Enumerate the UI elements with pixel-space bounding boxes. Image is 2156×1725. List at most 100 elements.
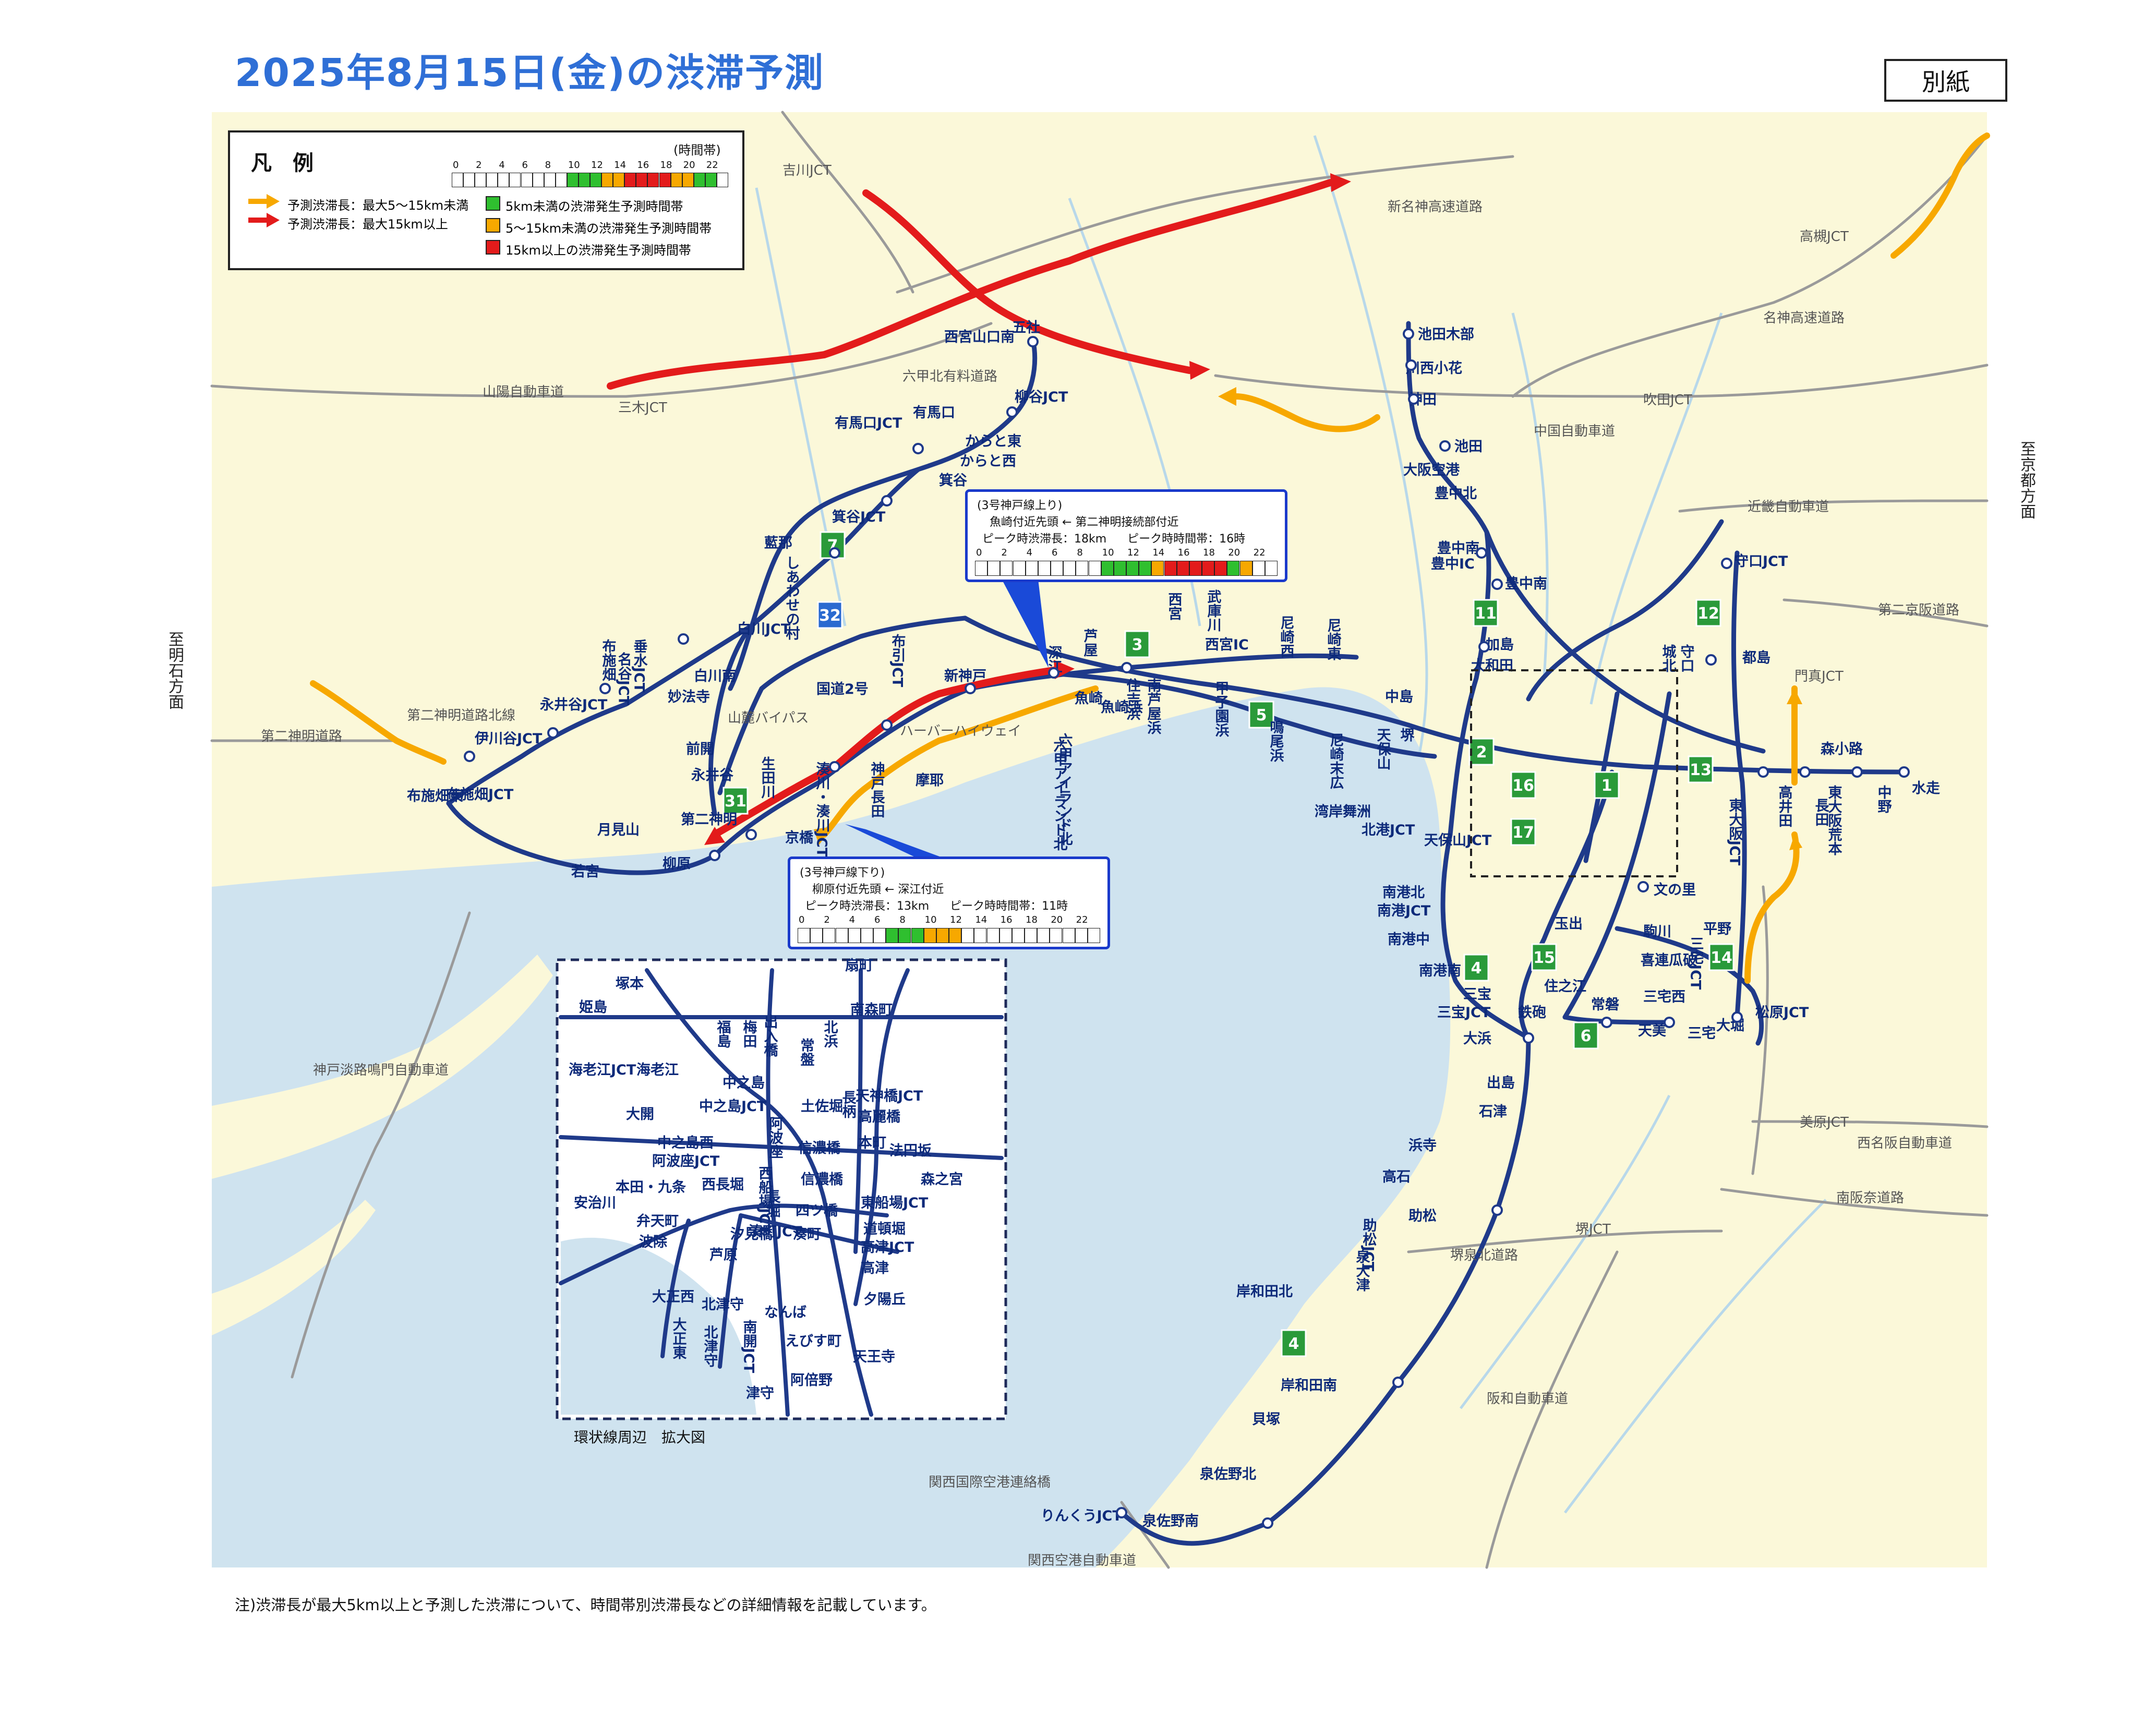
svg-text:安治川: 安治川	[574, 1195, 616, 1211]
svg-text:長堀: 長堀	[764, 1189, 781, 1218]
strip-hour-label: 22	[1076, 914, 1088, 925]
svg-text:弁天町: 弁天町	[636, 1213, 679, 1229]
svg-text:関西空港自動車道: 関西空港自動車道	[1028, 1553, 1136, 1569]
svg-text:布施畑東: 布施畑東	[407, 788, 463, 804]
svg-text:文の里: 文の里	[1654, 882, 1696, 898]
svg-text:美原JCT: 美原JCT	[1800, 1115, 1849, 1130]
strip-hour-cell	[873, 928, 886, 944]
inset-labels: 塚本 姫島 海老江JCT 海老江 大開 中之島西 阿波座JCT 本田・九条 安治…	[569, 957, 963, 1402]
svg-text:名谷JCT: 名谷JCT	[616, 652, 632, 706]
strip-hour-cell	[1139, 561, 1152, 576]
strip-hour-label: 12	[1127, 547, 1139, 558]
svg-text:伊川谷JCT: 伊川谷JCT	[474, 731, 543, 747]
congestion-orange-kinki	[1744, 831, 1800, 984]
callout-route: (3号神戸線上り)	[977, 499, 1063, 512]
svg-text:堺JCT: 堺JCT	[1575, 1222, 1611, 1237]
svg-text:守口JCT: 守口JCT	[1735, 553, 1788, 570]
legend-orange-arrow-label: 予測渋滞長：最大5～15km未満	[287, 198, 469, 213]
strip-hour-cell	[705, 173, 717, 188]
strip-hour-cell	[986, 928, 999, 944]
strip-hour-label: 10	[568, 160, 580, 171]
strip-hour-cell	[613, 173, 625, 188]
route-badge-4b: 4	[1281, 1329, 1307, 1357]
strip-hour-label: 22	[1253, 547, 1266, 558]
strip-hour-cell	[1051, 561, 1064, 576]
strip-hour-cell	[1000, 561, 1013, 576]
svg-text:吹田JCT: 吹田JCT	[1643, 392, 1692, 408]
strip-hour-label: 18	[1203, 547, 1215, 558]
svg-text:三宝: 三宝	[1463, 986, 1491, 1003]
strip-hour-label: 6	[874, 914, 881, 925]
inset-labels-vertical: 大正東 北津守 南開JCT 西船場JCT 福島 梅田 出入橋 北浜 常盤 阿波座…	[670, 1015, 857, 1373]
svg-text:中之島西: 中之島西	[657, 1135, 714, 1151]
svg-text:天神橋JCT: 天神橋JCT	[856, 1088, 923, 1104]
svg-text:守口: 守口	[1678, 644, 1694, 672]
strip-hour-cell	[936, 928, 949, 944]
strip-hour-cell	[624, 173, 636, 188]
svg-text:平野: 平野	[1703, 921, 1731, 937]
strip-hour-cell	[999, 928, 1012, 944]
strip-hour-cell	[521, 173, 533, 188]
strip-hour-label: 0	[453, 160, 459, 171]
svg-text:信濃橋: 信濃橋	[801, 1172, 844, 1188]
strip-hour-cell	[1126, 561, 1139, 576]
svg-text:からと西: からと西	[960, 453, 1016, 469]
strip-hour-label: 22	[706, 160, 718, 171]
svg-text:五社: 五社	[1012, 319, 1040, 336]
strip-hour-label: 14	[1152, 547, 1165, 558]
callout-down-pointer	[845, 824, 965, 866]
strip-hour-cell	[898, 928, 911, 944]
strip-hour-label: 20	[1228, 547, 1240, 558]
strip-hour-cell	[670, 173, 682, 188]
svg-text:高麗橋: 高麗橋	[858, 1108, 901, 1125]
inset-focus-box	[1470, 669, 1678, 877]
svg-text:尼崎末広: 尼崎末広	[1328, 733, 1344, 790]
svg-text:名神高速道路: 名神高速道路	[1763, 310, 1845, 326]
svg-text:三宅: 三宅	[1688, 1025, 1716, 1042]
svg-text:有馬口: 有馬口	[913, 405, 955, 421]
strip-hour-cell	[835, 928, 848, 944]
svg-text:山麓バイパス: 山麓バイパス	[728, 710, 809, 726]
strip-hour-label: 0	[799, 914, 805, 925]
congestion-red-shinmeishin-2	[862, 189, 1193, 374]
strip-hour-cell	[601, 173, 613, 188]
svg-text:布施畑JCT: 布施畑JCT	[446, 787, 514, 803]
svg-text:ハーバーハイウェイ: ハーバーハイウェイ	[900, 723, 1021, 739]
svg-text:柳原: 柳原	[663, 856, 691, 872]
strip-hour-cell	[1011, 928, 1025, 944]
orange-arrow-icon	[248, 194, 280, 209]
page-title: 2025年8月15日(金)の渋滞予測	[235, 51, 825, 95]
svg-text:浜寺: 浜寺	[1408, 1138, 1437, 1154]
svg-text:芦屋: 芦屋	[1081, 629, 1098, 657]
svg-text:泉大津: 泉大津	[1354, 1249, 1370, 1292]
route-badge-1: 1	[1594, 771, 1620, 799]
svg-text:住之江: 住之江	[1544, 978, 1586, 995]
svg-text:加島: 加島	[1486, 637, 1514, 653]
strip-hour-cell	[1037, 928, 1050, 944]
svg-text:阿倍野: 阿倍野	[790, 1372, 833, 1389]
svg-text:豊中南: 豊中南	[1505, 576, 1547, 592]
svg-text:妙法寺: 妙法寺	[668, 689, 710, 705]
svg-text:甲子園浜: 甲子園浜	[1213, 681, 1230, 738]
strip-hour-label: 18	[660, 160, 672, 171]
strip-hour-cell	[810, 928, 823, 944]
route-badge-3: 3	[1124, 630, 1150, 658]
svg-text:4: 4	[1288, 1335, 1299, 1353]
callout-peak-time: ピーク時時間帯：16時	[1127, 533, 1246, 546]
svg-text:3: 3	[1132, 636, 1143, 654]
legend-orange-label: 5～15km未満の渋滞発生予測時間帯	[505, 221, 712, 236]
svg-text:第二神明道路: 第二神明道路	[261, 729, 342, 744]
svg-text:西宮: 西宮	[1166, 592, 1182, 620]
svg-text:西宮IC: 西宮IC	[1205, 636, 1249, 653]
strip-hour-cell	[1189, 561, 1202, 576]
svg-text:松原JCT: 松原JCT	[1755, 1005, 1809, 1021]
interchange-nodes	[464, 328, 1910, 1529]
svg-text:三宅JCT: 三宅JCT	[1688, 936, 1704, 990]
svg-text:長田: 長田	[1813, 798, 1829, 826]
strip-hour-cell	[1076, 561, 1089, 576]
svg-text:魚崎: 魚崎	[1075, 690, 1103, 707]
svg-text:南港中: 南港中	[1388, 932, 1430, 948]
strip-hour-cell	[949, 928, 962, 944]
callout-peak-time: ピーク時時間帯：11時	[950, 900, 1068, 913]
